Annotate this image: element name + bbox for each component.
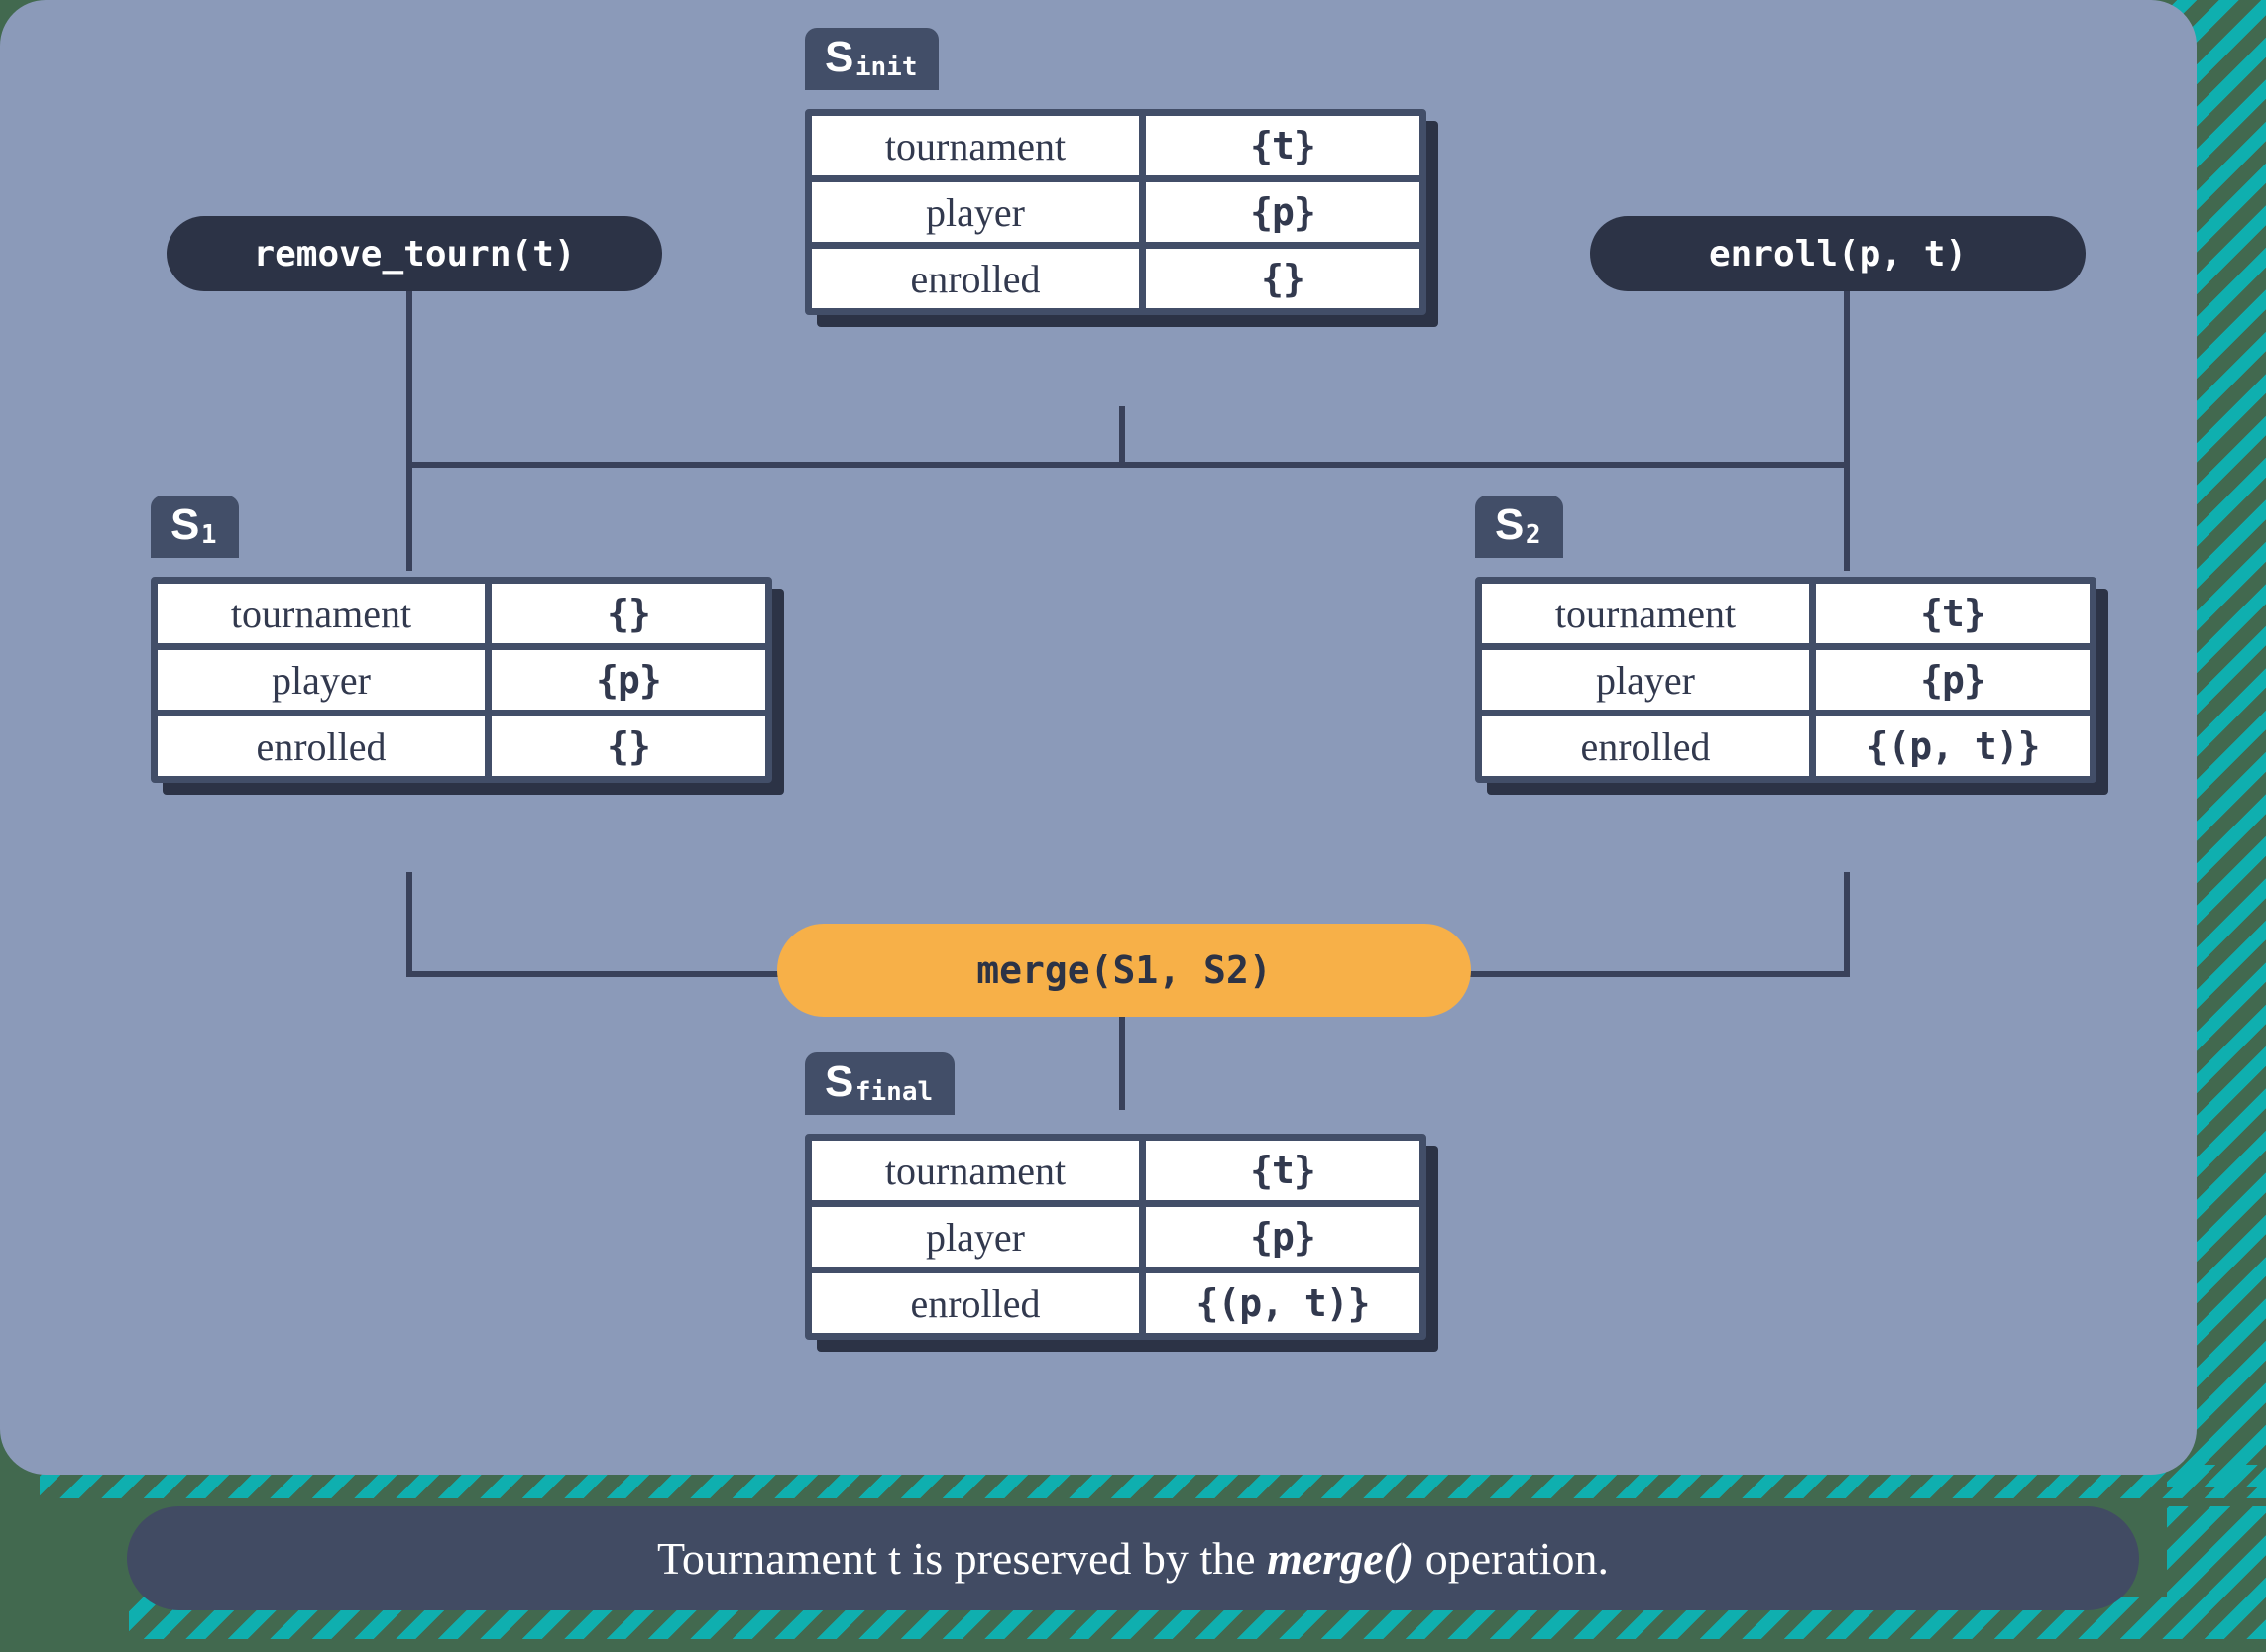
table-row: player {p} [158, 650, 765, 710]
operation-remove-tourn[interactable]: remove_tourn(t) [167, 216, 662, 291]
state-s-final-tab-sub: final [854, 1077, 934, 1107]
state-s-final-tab: Sfinal [805, 1052, 956, 1115]
state-s1-table: tournament {} player {p} enrolled {} [151, 577, 772, 783]
caption-before: Tournament t is preserved by the [657, 1533, 1268, 1584]
caption-after: operation. [1414, 1533, 1609, 1584]
table-cell-value: {p} [1816, 650, 2090, 710]
diagram-panel: Sinit tournament {t} player {p} enrolled… [0, 0, 2197, 1475]
table-row: enrolled {} [158, 716, 765, 776]
table-cell-key: player [812, 182, 1139, 242]
table-cell-key: enrolled [1482, 716, 1809, 776]
state-s2-table: tournament {t} player {p} enrolled {(p, … [1475, 577, 2096, 783]
table-cell-value: {p} [1146, 1207, 1419, 1267]
table-row: tournament {t} [1482, 584, 2090, 643]
table-cell-value: {(p, t)} [1146, 1273, 1419, 1333]
table-cell-value: {t} [1146, 1141, 1419, 1200]
table-cell-value: {} [492, 584, 765, 643]
state-s-init-table-wrap: tournament {t} player {p} enrolled {} [805, 109, 1438, 327]
state-s2-tab-sub: 2 [1525, 520, 1541, 550]
table-cell-key: enrolled [812, 249, 1139, 308]
state-s-final-table-wrap: tournament {t} player {p} enrolled {(p, … [805, 1134, 1438, 1352]
table-row: player {p} [812, 1207, 1419, 1267]
table-cell-key: player [812, 1207, 1139, 1267]
state-s2-table-wrap: tournament {t} player {p} enrolled {(p, … [1475, 577, 2108, 795]
table-cell-key: tournament [1482, 584, 1809, 643]
connector-s2-down [1844, 872, 1850, 977]
caption-text: Tournament t is preserved by the merge()… [657, 1532, 1609, 1585]
table-cell-key: enrolled [158, 716, 485, 776]
table-row: tournament {t} [812, 1141, 1419, 1200]
state-s1-tab-main: S [170, 500, 200, 549]
operation-enroll[interactable]: enroll(p, t) [1590, 216, 2086, 291]
connector-init-down [1119, 406, 1125, 468]
state-s-init-tab-sub: init [854, 53, 918, 82]
table-row: tournament {} [158, 584, 765, 643]
state-s-init-tab-main: S [825, 33, 854, 81]
state-s-final-table: tournament {t} player {p} enrolled {(p, … [805, 1134, 1426, 1340]
table-cell-key: tournament [812, 1141, 1139, 1200]
table-cell-value: {p} [1146, 182, 1419, 242]
table-cell-value: {t} [1146, 116, 1419, 175]
table-cell-key: tournament [812, 116, 1139, 175]
connector-bus-horizontal [406, 462, 1850, 468]
connector-bus-to-s2 [1844, 462, 1850, 571]
table-cell-key: player [158, 650, 485, 710]
state-s2-tab-main: S [1495, 500, 1525, 549]
connector-s2-to-merge [1467, 971, 1850, 977]
state-s-init-table: tournament {t} player {p} enrolled {} [805, 109, 1426, 315]
table-row: tournament {t} [812, 116, 1419, 175]
connector-enroll-up [1844, 287, 1850, 466]
table-cell-value: {p} [492, 650, 765, 710]
table-cell-value: {t} [1816, 584, 2090, 643]
table-cell-key: player [1482, 650, 1809, 710]
state-s-final-tab-main: S [825, 1057, 854, 1106]
table-row: player {p} [1482, 650, 2090, 710]
connector-s1-down [406, 872, 412, 977]
table-cell-key: enrolled [812, 1273, 1139, 1333]
table-row: enrolled {(p, t)} [812, 1273, 1419, 1333]
table-cell-key: tournament [158, 584, 485, 643]
state-s-init-tab: Sinit [805, 28, 940, 90]
table-row: player {p} [812, 182, 1419, 242]
caption-emphasis: merge() [1267, 1533, 1415, 1584]
connector-merge-to-final [1119, 1001, 1125, 1110]
table-cell-value: {} [492, 716, 765, 776]
operation-merge[interactable]: merge(S1, S2) [777, 924, 1471, 1017]
table-cell-value: {} [1146, 249, 1419, 308]
stripe-decoration-caption-right [2167, 1506, 2266, 1639]
state-s1-table-wrap: tournament {} player {p} enrolled {} [151, 577, 784, 795]
table-row: enrolled {} [812, 249, 1419, 308]
state-s2-tab: S2 [1475, 496, 1563, 558]
connector-s1-to-merge [406, 971, 783, 977]
table-row: enrolled {(p, t)} [1482, 716, 2090, 776]
table-cell-value: {(p, t)} [1816, 716, 2090, 776]
caption-bar: Tournament t is preserved by the merge()… [127, 1506, 2139, 1610]
state-s1-tab-sub: 1 [200, 520, 217, 550]
connector-bus-to-s1 [406, 462, 412, 571]
connector-remove-tourn-up [406, 287, 412, 466]
state-s1-tab: S1 [151, 496, 239, 558]
